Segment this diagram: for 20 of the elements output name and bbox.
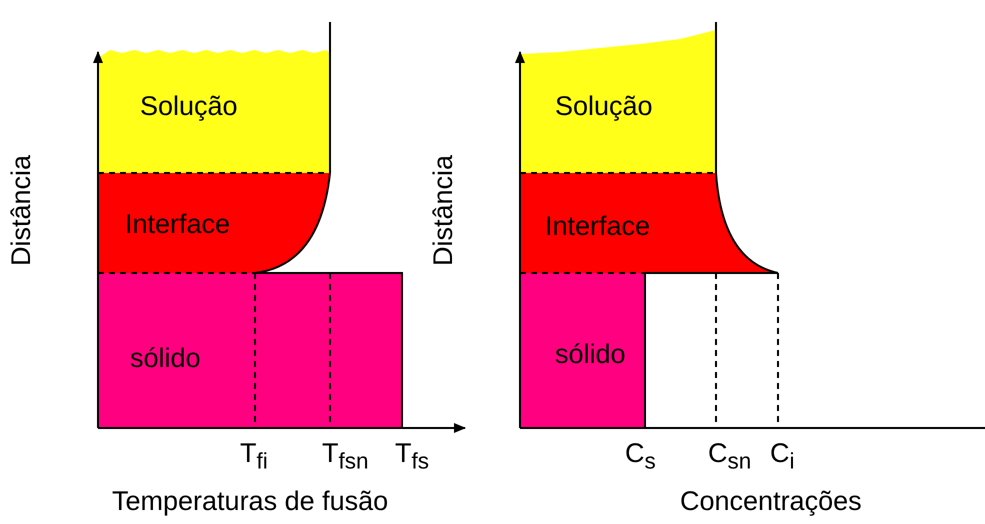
solution-region bbox=[520, 28, 716, 173]
axis-title: Concentrações bbox=[680, 488, 862, 515]
region-label: sólido bbox=[130, 345, 201, 372]
tick-label: T$_{fs}$ bbox=[395, 440, 430, 473]
axis-title: Temperaturas de fusão bbox=[112, 488, 388, 515]
solid-region bbox=[98, 273, 402, 428]
tick-label: T$_{fsn}$ bbox=[322, 440, 369, 473]
interface-region bbox=[98, 173, 330, 273]
region-label: sólido bbox=[555, 341, 626, 368]
tick-label: C$_{s}$ bbox=[625, 440, 656, 473]
tick-label: C$_{i}$ bbox=[770, 440, 794, 473]
region-label: Interface bbox=[125, 211, 230, 238]
region-label: Solução bbox=[555, 93, 653, 120]
tick-label: T$_{fi}$ bbox=[240, 440, 268, 473]
tick-label: C$_{sn}$ bbox=[708, 440, 752, 473]
region-label: Solução bbox=[140, 93, 238, 120]
solid-region bbox=[520, 273, 645, 428]
axis-title: Distância bbox=[8, 155, 35, 266]
axis-title: Distância bbox=[430, 155, 457, 266]
region-label: Interface bbox=[545, 213, 650, 240]
